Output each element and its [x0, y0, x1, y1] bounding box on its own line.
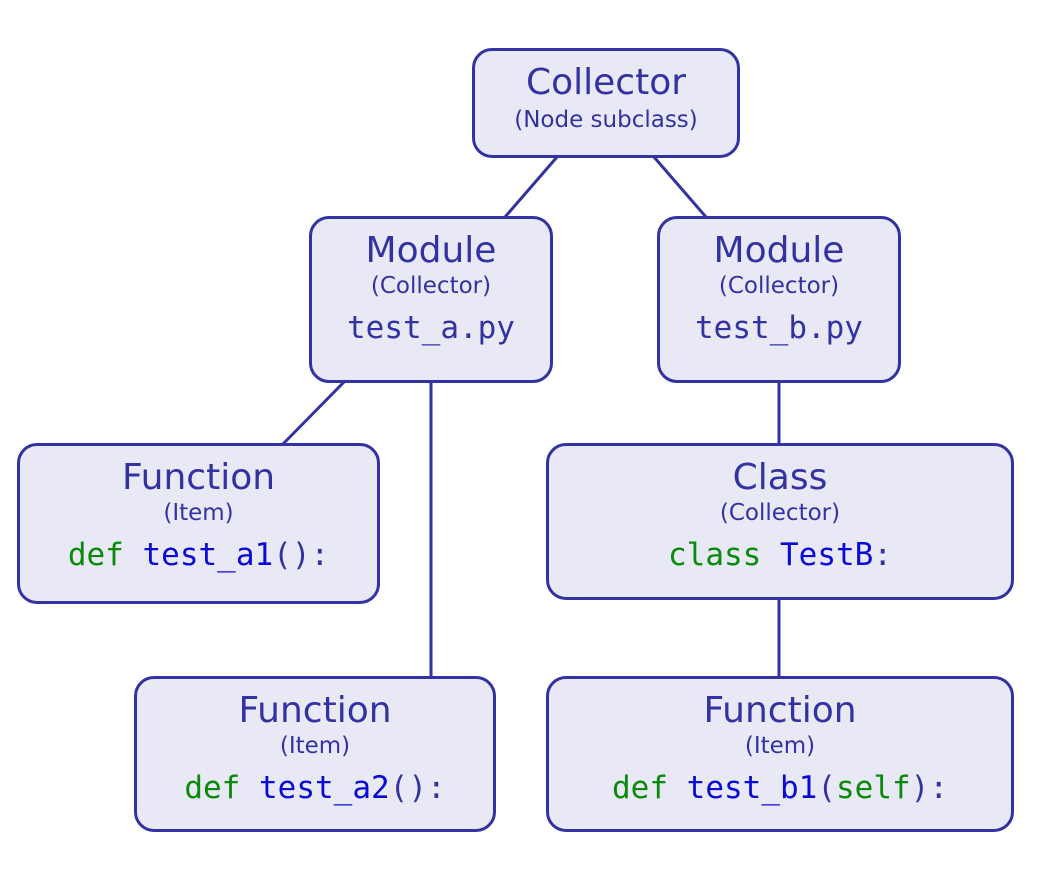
- function-b1-keyword: def: [612, 770, 668, 806]
- function-a1-name: test_a1: [142, 537, 274, 573]
- module-b-node: Module (Collector) test_b.py: [657, 216, 901, 383]
- function-b1-node: Function (Item) def test_b1(self):: [546, 676, 1014, 832]
- module-a-title: Module: [365, 230, 497, 271]
- function-a1-code: def test_a1():: [20, 536, 377, 574]
- function-b1-code: def test_b1(self):: [549, 769, 1011, 807]
- edge-collector-module-b: [652, 156, 708, 218]
- function-a2-title: Function: [238, 690, 392, 731]
- function-b1-paren-open: (: [817, 770, 836, 806]
- module-b-title: Module: [713, 230, 845, 271]
- function-a2-signature: ():: [389, 770, 446, 806]
- function-a1-keyword: def: [67, 537, 124, 573]
- function-a2-keyword: def: [184, 770, 241, 806]
- class-b-title: Class: [732, 457, 828, 498]
- function-a2-node: Function (Item) def test_a2():: [134, 676, 496, 832]
- module-a-node: Module (Collector) test_a.py: [309, 216, 553, 383]
- module-a-filename: test_a.py: [347, 310, 515, 346]
- class-b-subtitle: (Collector): [719, 500, 841, 526]
- function-b1-subtitle: (Item): [744, 733, 816, 759]
- edge-collector-module-a: [503, 156, 559, 218]
- module-b-filename: test_b.py: [695, 310, 863, 346]
- function-b1-title: Function: [703, 690, 857, 731]
- class-b-colon: :: [873, 537, 892, 573]
- function-a2-name: test_a2: [259, 770, 390, 806]
- module-a-subtitle: (Collector): [370, 273, 492, 299]
- function-b1-arg: self: [836, 770, 911, 806]
- class-b-keyword: class: [668, 537, 762, 573]
- function-a1-title: Function: [121, 457, 276, 498]
- module-b-subtitle: (Collector): [718, 273, 840, 299]
- function-a1-signature: ():: [273, 537, 330, 573]
- class-b-node: Class (Collector) class TestB:: [546, 443, 1014, 600]
- class-b-name: TestB: [780, 537, 874, 573]
- function-b1-signature-end: ):: [910, 770, 948, 806]
- edge-module-a-function-a1: [281, 380, 346, 446]
- function-a1-node: Function (Item) def test_a1():: [17, 443, 380, 604]
- function-b1-name: test_b1: [686, 770, 818, 806]
- function-a2-code: def test_a2():: [137, 769, 493, 807]
- function-a1-subtitle: (Item): [163, 500, 234, 526]
- class-b-code: class TestB:: [549, 536, 1011, 574]
- collector-title: Collector: [525, 62, 687, 103]
- collector-node: Collector (Node subclass): [472, 48, 740, 158]
- collector-subtitle: (Node subclass): [514, 107, 698, 133]
- function-a2-subtitle: (Item): [279, 733, 351, 759]
